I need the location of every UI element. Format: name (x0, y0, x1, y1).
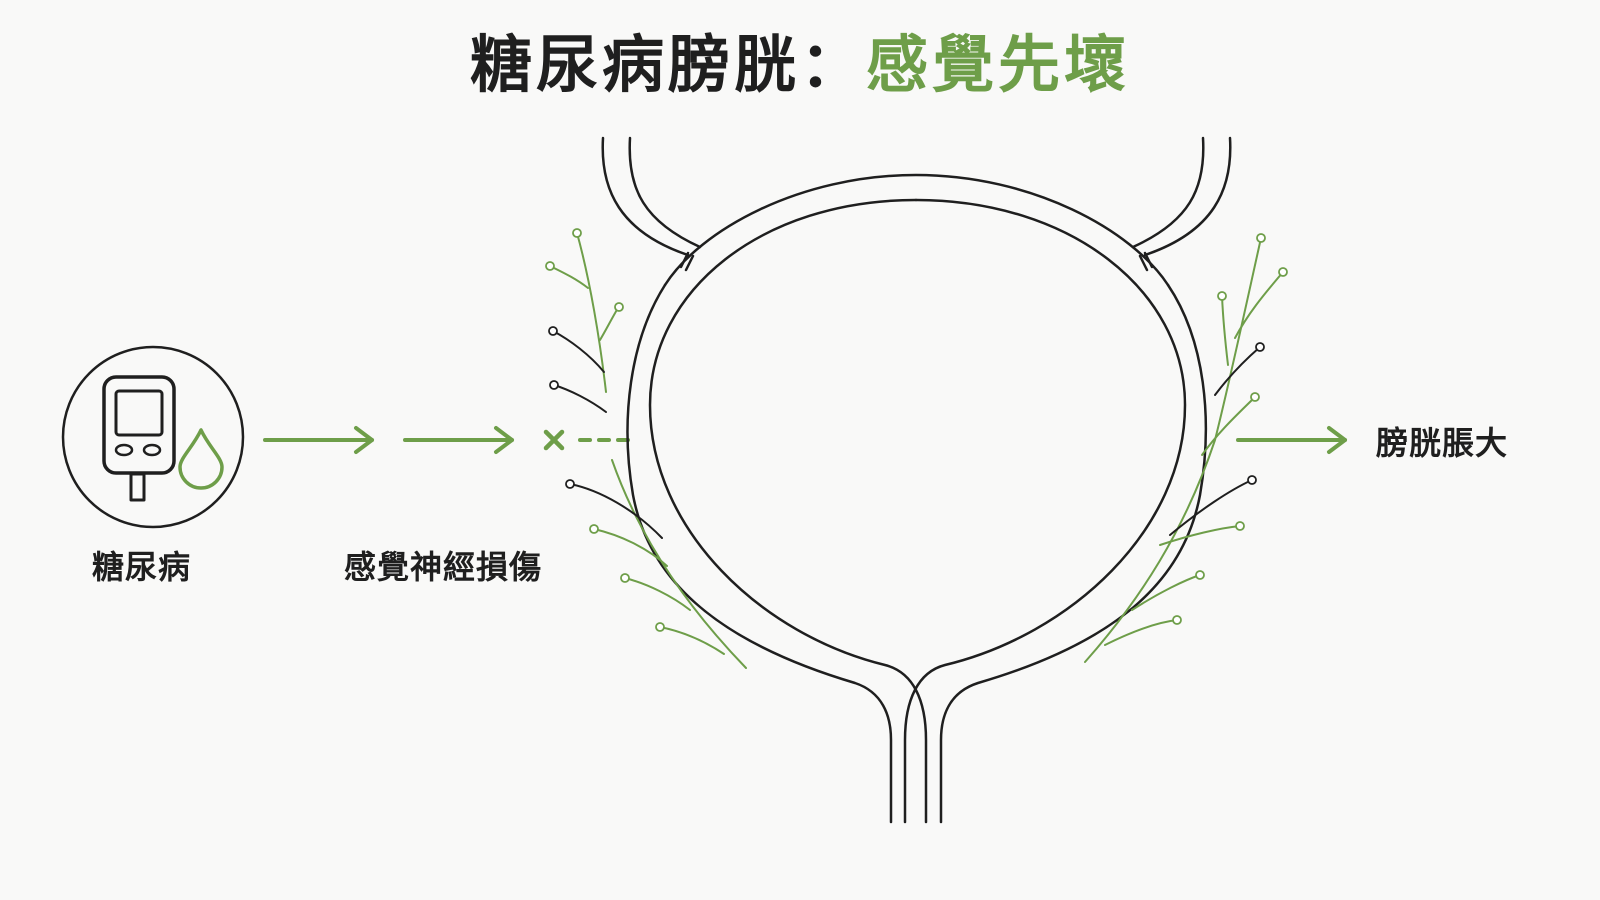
label-bladder-enlarged: 膀胱脹大 (1376, 424, 1509, 462)
arrow-diabetes-to-nerve (263, 426, 374, 454)
arrow-nerve-to-bladder (403, 426, 514, 454)
nerve-fibers-left-upper (549, 232, 619, 413)
blood-drop-icon (178, 428, 224, 490)
nerve-endpoints-right (1172, 233, 1288, 625)
nerve-endpoints-left-lower (565, 479, 665, 632)
title-main: 糖尿病膀胱： (469, 28, 866, 101)
label-nerve-damage: 感覺神經損傷 (344, 548, 543, 586)
nerve-fibers-right (1084, 237, 1284, 663)
nerve-endpoints-left-upper (545, 228, 624, 390)
glucose-meter-icon (61, 345, 245, 529)
nerve-fibers-left-lower (569, 459, 747, 669)
title-highlight: 感覺先壞 (866, 28, 1131, 101)
label-diabetes: 糖尿病 (92, 548, 192, 586)
blocked-signal-x-icon (543, 429, 565, 451)
page-title: 糖尿病膀胱：感覺先壞 (0, 28, 1600, 102)
bladder-outline (601, 136, 1232, 824)
arrow-bladder-to-enlarged (1236, 426, 1347, 454)
